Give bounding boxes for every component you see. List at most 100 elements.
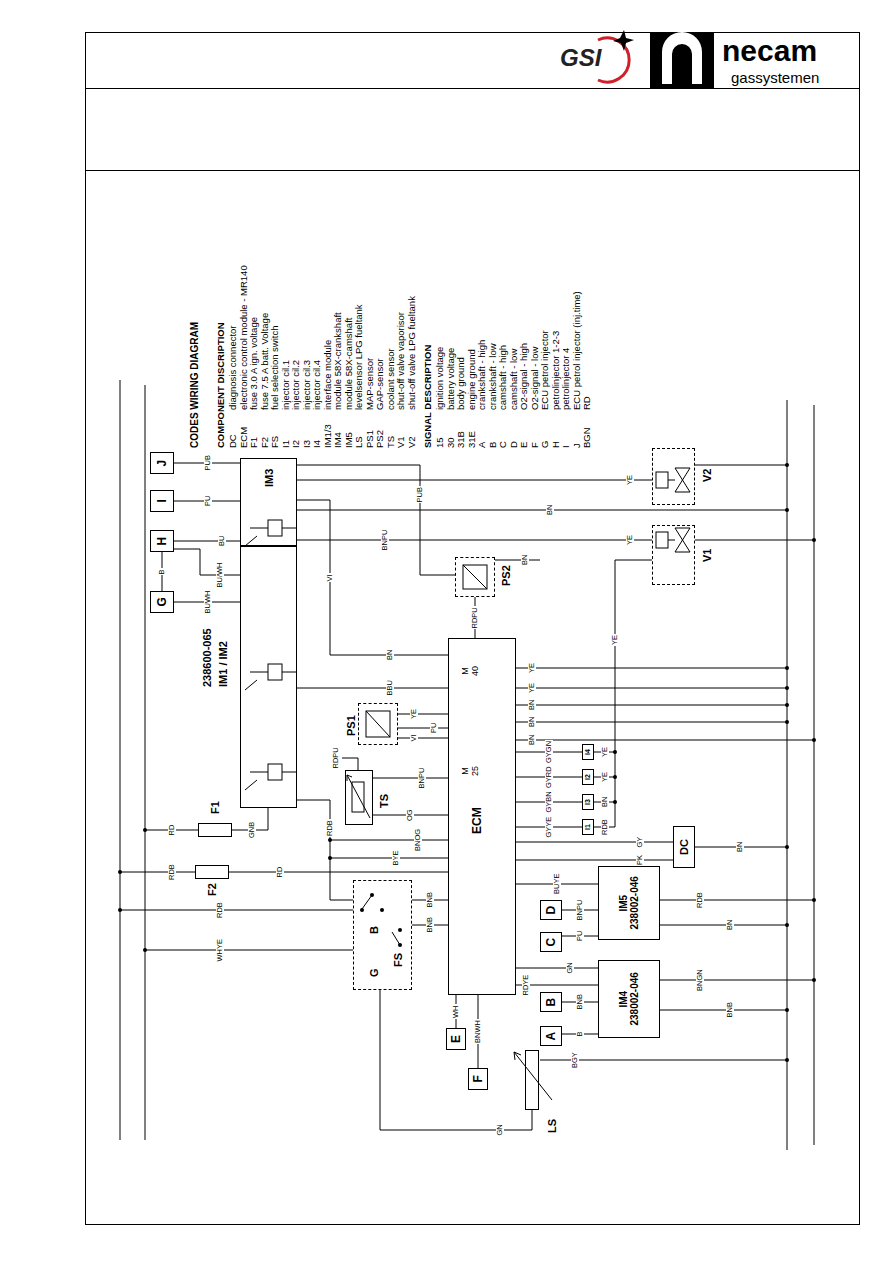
node-text: IM3 [263,469,275,487]
wire-code: RDPU [332,746,340,769]
drawing-part [785,1008,789,1012]
node-text: 238002-046 [629,972,640,1025]
code-entry: module 58X-crankshaft [333,312,343,410]
wire-code: BN [726,919,734,931]
wire-code: BN [546,504,554,516]
code-entry: fuel selection switch [270,326,280,410]
code-entry: PS2 [375,430,385,448]
drawing-part [613,800,617,804]
code-entry: D [509,441,519,448]
connector-pin: J [150,452,174,474]
drawing-part [118,870,122,874]
wire-code: GN [496,1123,504,1136]
code-entry: TS [386,436,396,448]
drawing-part [120,830,353,950]
code-entry: petrolinjector 4 [561,348,571,410]
wire-code: GY [636,836,644,849]
injector-box: I2 [582,769,594,785]
code-entry: I1 [281,440,291,448]
code-entry: DC [228,434,238,448]
wire-code: RD [168,824,176,837]
code-entry: 30 [446,437,456,448]
wire-code: BNWH [474,1019,482,1044]
wire-code: BUWH [204,590,212,615]
node-text: IM5 [618,895,629,912]
wire-code: YE [528,662,536,674]
node-text: M 25 [461,766,481,776]
node-text: I1 [584,824,592,830]
wire-code: BUYE [553,873,561,895]
drawing-part [785,720,789,724]
code-entry: engine ground [467,349,477,410]
wire-code: YE [626,534,634,546]
drawing-part [366,711,390,737]
node-text: PS1 [345,715,357,736]
wire [380,990,532,1130]
code-entry: SIGNAL DESCRIPTION [423,345,433,448]
drawing-part [120,380,814,1150]
fuse: F1 [198,823,232,837]
wire-code: YE [528,682,536,694]
drawing-part [86,33,860,1225]
connector-pin: H [150,530,174,552]
node-text: B [545,998,558,1007]
wire-code: WH [452,1005,460,1020]
drawing-part [366,711,390,737]
drawing-part [268,664,282,680]
drawing-part [812,738,816,742]
drawing-part [398,928,402,932]
code-entry: RD [582,396,592,410]
drawing-part [85,33,860,1225]
drawing-part [668,528,690,552]
drawing-part [245,672,297,690]
code-entry: H [551,441,561,448]
wire [297,500,448,655]
code-entry: F2 [260,437,270,448]
fuse: F2 [195,865,229,879]
code-entry: crankshaft - high [477,340,487,410]
code-entry: I2 [291,440,301,448]
code-entry: ECU petrol injector [540,330,550,410]
node-text: M 40 [461,666,481,676]
code-entry: diagnosis connector [228,326,238,411]
connector-pin: B [540,992,562,1012]
wire-code: VI [326,573,334,582]
drawing-part [656,472,668,488]
wire-code: YE [626,474,634,486]
code-entry: G [540,441,550,448]
node-text: G [156,597,169,606]
shutoff-valve: V1 [652,525,695,585]
wire [297,465,455,575]
wire-code: RD [276,866,284,879]
drawing-part [330,758,448,858]
node-text: F [472,1075,485,1082]
code-entry: FS [270,436,280,448]
drawing-part [245,772,297,790]
code-entry: 31E [467,431,477,448]
logo-text: gassystemen [731,70,819,85]
wire-code: PU [576,930,584,942]
drawing-part [540,847,814,1060]
connector-pin: F [468,1068,488,1090]
node-text: I [156,499,169,502]
node-text: I2 [584,774,592,780]
gap-sensor: PS2 [455,557,495,597]
wire-code: RDB [696,891,704,909]
control-module: ECMM 40M 25 [448,638,516,995]
code-entry: injector cil.1 [281,360,291,410]
wire-code: BN [528,716,536,728]
code-entry: camshaft - low [509,349,519,410]
drawing-part [143,828,147,832]
code-entry: fuse 3.0 A ign. voltage [249,317,259,410]
wire-code: RDB [601,818,609,836]
drawing-part [668,468,690,492]
wire-code: BNOG [414,828,422,852]
drawing-part [398,943,402,947]
node-text: A [545,1032,558,1041]
wire-code: BNB [726,1001,734,1018]
node-text: G [368,968,380,977]
wire-code: YE [601,771,609,783]
code-entry: injector cil.3 [302,360,312,410]
code-entry: injector cil.4 [312,360,322,410]
